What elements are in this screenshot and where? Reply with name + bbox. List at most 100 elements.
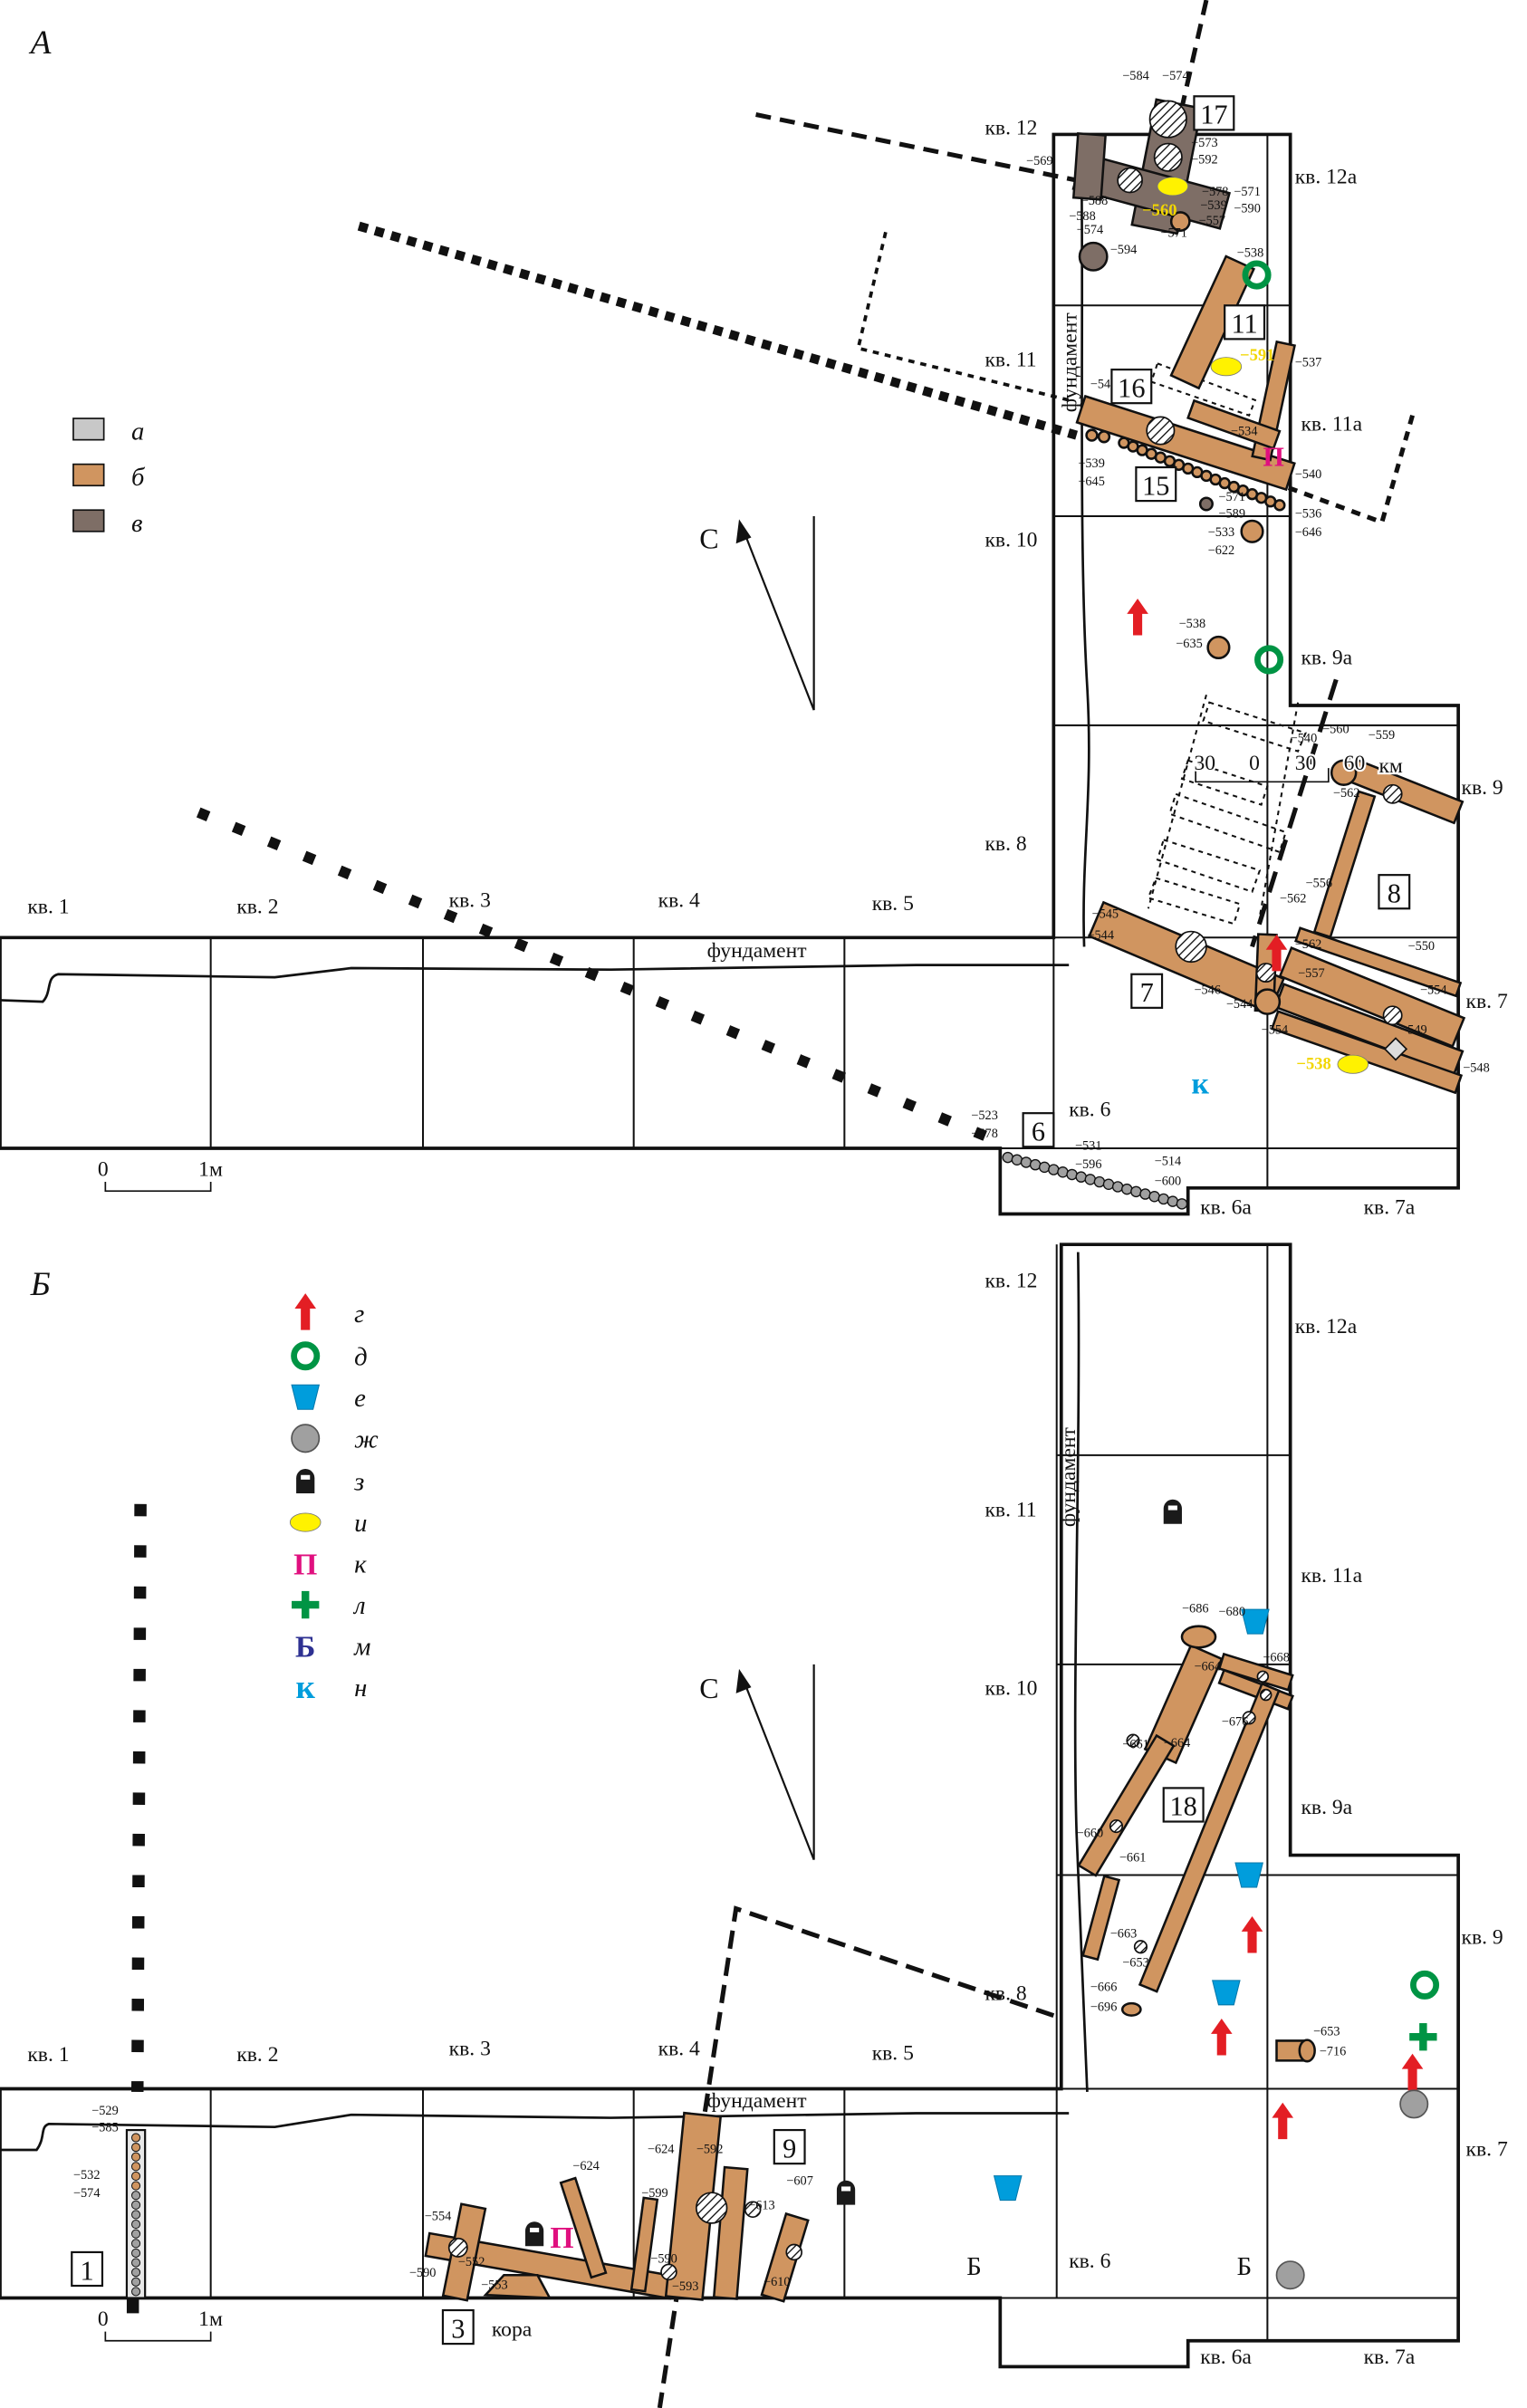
p-mark-icon: П [550,2221,573,2255]
legend-swatch-b [72,463,105,487]
square-label: кв. 9 [1462,1925,1503,1949]
structure-number: 15 [1135,465,1177,503]
elevation-label: −523 [971,1108,998,1123]
yellow-ellipse-icon [1157,177,1189,197]
elevation-label: −553 [481,2278,508,2292]
log [760,2211,810,2303]
foundation-line-a [0,140,1090,1003]
log-15 [1075,394,1296,492]
yellow-elevation-label: −560 [1142,201,1176,220]
red-arrow-icon [294,1293,317,1330]
green-ring-icon [291,1341,321,1371]
hatched-cut [1256,1670,1270,1684]
elevation-label: −584 [1122,69,1149,83]
log [1294,926,1463,998]
k-mark-icon: к [1191,1067,1209,1100]
scale-bar-a: 0 1м [98,1157,223,1193]
hatched-cut [1153,142,1183,172]
lock-icon [1163,1499,1182,1524]
square-label: кв. 2 [236,2043,278,2067]
square-label: кв. 12а [1295,1315,1358,1338]
elevation-label: −578 [971,1127,998,1141]
square-label: кв. 10 [984,529,1037,552]
green-ring-icon [1242,260,1272,290]
elevation-label: −578 [1202,185,1229,199]
hatched-cut [447,2237,468,2258]
elevation-label: −666 [1090,1981,1118,1995]
elevation-label: −589 [1218,507,1245,522]
elevation-label: −588 [1081,194,1109,208]
elevation-label: −716 [1320,2044,1347,2058]
log-9 [664,2111,723,2301]
svg-text:11: 11 [1231,309,1257,340]
legend-key: н [354,1674,367,1703]
elevation-label: −653 [1122,1956,1149,1971]
elevation-label: −610 [764,2275,791,2289]
square-label: кв. 3 [449,889,491,913]
dotted-structure [1147,362,1307,926]
log [1077,1733,1176,1877]
hatched-cut [1117,167,1143,194]
elevation-label: −538 [1237,245,1264,260]
square-label: кв. 9а [1301,1796,1352,1819]
log [712,2165,749,2300]
pile-column [125,2128,147,2299]
elevation-label: −559 [1369,728,1396,743]
excavation-outline-a [0,132,1460,1216]
square-label: кв. 6 [1069,2250,1110,2273]
square-label: кв. 11а [1301,1564,1362,1588]
elevation-label: −533 [1208,525,1235,540]
elevation-label: −539 [1200,198,1227,213]
square-label: кв. 7 [1466,990,1508,1013]
hatched-cut [1255,963,1276,983]
elevation-label: −562 [1333,786,1360,801]
hatched-cut [1146,416,1176,446]
log [1270,1010,1464,1095]
elevation-label: −585 [91,2121,119,2135]
hatched-cut [1126,1733,1140,1748]
red-arrow-icon [1127,599,1148,636]
yellow-elevation-label: −538 [1296,1054,1330,1073]
hatched-cut [1259,1688,1272,1702]
elevation-label: −607 [786,2174,813,2189]
pile-row [1002,428,1286,1210]
legend-key: е [354,1384,366,1413]
structure-number: 7 [1130,973,1164,1009]
boundary-lines-a [196,0,1415,1151]
green-ring-icon [1254,645,1284,675]
scale-bar-b: 0 1м [98,2307,223,2342]
elevation-label: −562 [1295,937,1322,952]
svg-text:9: 9 [783,2133,796,2163]
excavation-outline-b [0,1242,1460,2369]
yellow-ellipse-icon [289,1512,322,1532]
km-tick-0: 0 [1249,752,1260,775]
log [1217,1652,1294,1692]
legend-key: д [354,1342,368,1371]
elevation-label: −552 [458,2255,485,2269]
legend-key: ж [354,1425,379,1453]
elevation-label: −590 [409,2266,437,2280]
stone-diamond [1383,1037,1408,1061]
svg-text:8: 8 [1388,878,1401,909]
log-18 [1143,1644,1224,1765]
square-label: кв. 7а [1364,1195,1416,1219]
k-mark-icon: к [296,1669,316,1706]
elevation-label: −590 [1234,201,1261,216]
structure-number: 3 [441,2308,475,2346]
elevation-label: −557 [1298,966,1325,981]
blue-trapezoid-icon [291,1384,321,1410]
square-label: кв. 11 [984,1498,1036,1521]
log [559,2176,608,2279]
lock-icon [836,2180,856,2205]
yellow-ellipse-icon [1337,1054,1369,1074]
elevation-label: −574 [1077,223,1104,237]
elevation-label: −532 [73,2168,101,2183]
p-mark-icon: П [1263,441,1284,472]
svg-text:7: 7 [1140,977,1154,1008]
post [1169,211,1191,232]
hatched-cut [1175,930,1207,964]
structure-number: 11 [1224,304,1266,341]
hatched-cut [744,2201,762,2219]
